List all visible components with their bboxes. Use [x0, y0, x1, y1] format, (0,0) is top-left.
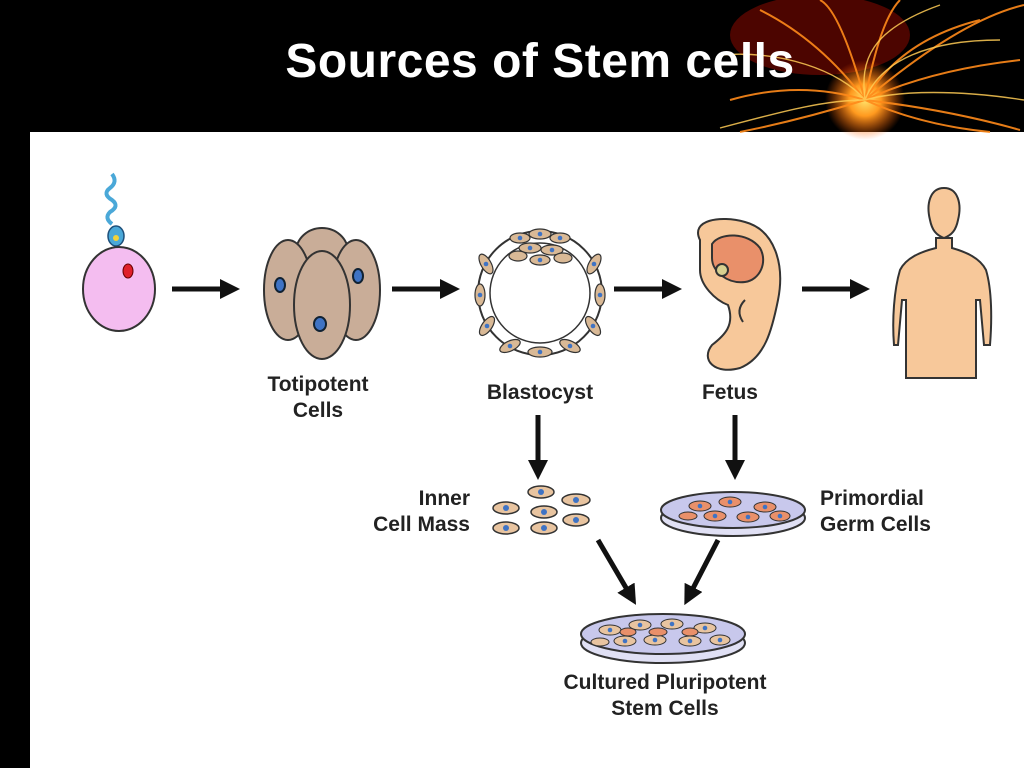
- label-primordial-line1: Primordial: [820, 487, 924, 510]
- arrows: [172, 279, 870, 606]
- label-inner-cell-mass-line1: Inner: [418, 487, 470, 510]
- label-primordial-line2: Germ Cells: [820, 513, 931, 536]
- blastocyst: [474, 228, 606, 358]
- primordial-germ-cells-dish: [660, 491, 806, 537]
- label-fetus: Fetus: [701, 381, 758, 404]
- fireworks-decoration: [719, 0, 1024, 140]
- label-blastocyst: Blastocyst: [486, 381, 594, 404]
- label-totipotent-line1: Totipotent: [267, 373, 369, 396]
- fetus: [697, 218, 782, 371]
- slide-title: Sources of Stem cells: [285, 35, 795, 88]
- label-totipotent-cells: Totipotent Cells: [238, 372, 398, 424]
- label-inner-cell-mass: Inner Cell Mass: [320, 486, 470, 538]
- inner-cell-mass: [492, 485, 591, 535]
- label-totipotent-line2: Cells: [292, 399, 344, 422]
- egg-and-sperm: [82, 172, 156, 332]
- arrow-germ-cells-to-culture: [684, 538, 721, 606]
- arrow-inner-cell-mass-to-culture: [595, 538, 637, 605]
- adult-human: [892, 186, 993, 379]
- label-cultured-line2: Stem Cells: [611, 697, 719, 720]
- label-primordial-germ-cells: Primordial Germ Cells: [820, 486, 980, 538]
- label-cultured-pluripotent-stem-cells: Cultured Pluripotent Stem Cells: [530, 670, 800, 722]
- cultured-pluripotent-dish: [580, 613, 746, 664]
- label-inner-cell-mass-line2: Cell Mass: [373, 513, 470, 536]
- label-cultured-line1: Cultured Pluripotent: [563, 671, 767, 694]
- totipotent-cells: [263, 227, 381, 360]
